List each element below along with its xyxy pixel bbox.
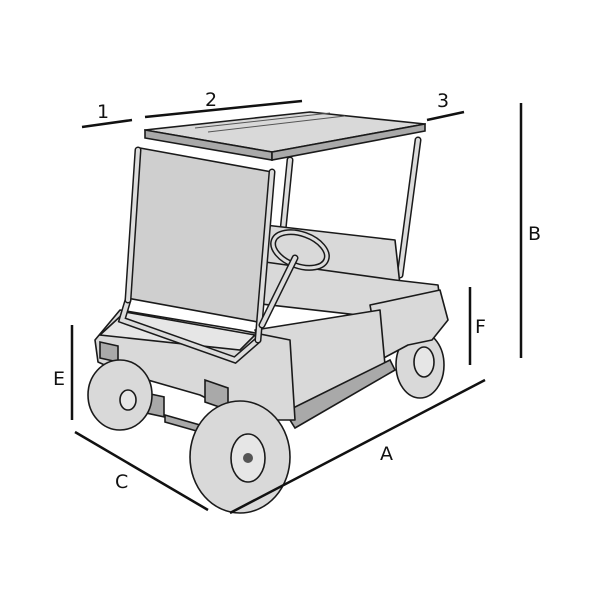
label-1: 1 <box>97 101 109 123</box>
dimension-line-a <box>229 378 486 515</box>
roof <box>144 111 426 161</box>
dimension-line-c <box>74 430 209 512</box>
label-a: A <box>380 443 393 465</box>
label-3: 3 <box>437 90 449 112</box>
windshield <box>117 146 276 364</box>
rear-wheel <box>395 331 445 399</box>
dimension-line-1 <box>81 118 133 129</box>
steering-wheel <box>258 229 330 329</box>
front-body <box>94 309 296 434</box>
dimension-line-3 <box>426 110 465 122</box>
label-f: F <box>475 316 486 338</box>
label-b: B <box>528 223 541 245</box>
label-e: E <box>53 368 65 390</box>
label-2: 2 <box>205 89 217 111</box>
front-right-wheel <box>189 400 291 514</box>
running-board <box>283 358 397 430</box>
dimension-line-2 <box>144 99 303 119</box>
front-left-wheel <box>87 359 153 431</box>
label-c: C <box>115 471 128 493</box>
